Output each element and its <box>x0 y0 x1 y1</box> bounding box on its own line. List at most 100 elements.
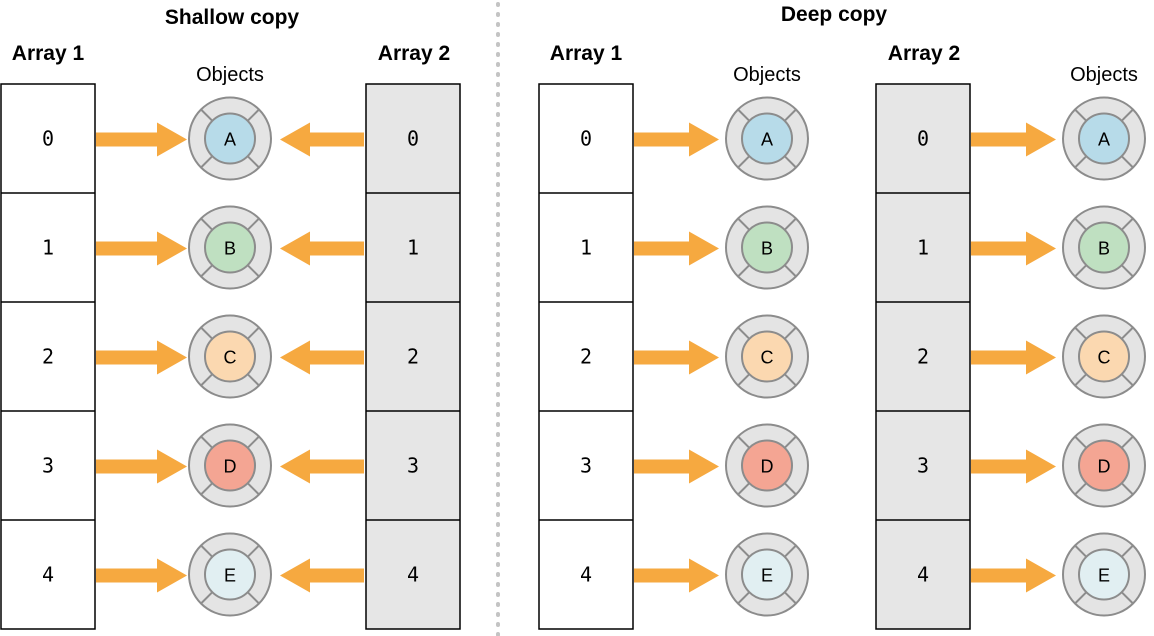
object-spoke <box>737 264 751 278</box>
deep-a1-arrow-0 <box>634 122 719 157</box>
shallow-a2-arrow-4 <box>280 558 364 593</box>
object-spoke <box>1074 544 1088 558</box>
object-spoke <box>200 544 214 558</box>
object-core <box>1078 221 1130 274</box>
deep-a2-arrow-0 <box>971 122 1056 157</box>
object-letter-c: C <box>761 348 774 368</box>
object-letter-d: D <box>761 457 774 477</box>
object-core <box>741 439 793 492</box>
object-spoke <box>737 544 751 558</box>
object-spoke <box>783 482 797 496</box>
object-spoke <box>783 544 797 558</box>
deep-array2-box <box>875 83 971 630</box>
object-spoke <box>200 482 214 496</box>
object-spoke <box>246 482 260 496</box>
shallow-a2-arrow-2 <box>280 340 364 375</box>
object-spoke <box>200 155 214 169</box>
deep2-object-c: C <box>1062 314 1146 399</box>
object-spoke <box>246 217 260 231</box>
deep-a1-arrow-1 <box>634 231 719 266</box>
object-spoke <box>246 155 260 169</box>
shallow-object-a: A <box>188 96 272 181</box>
object-spoke <box>783 264 797 278</box>
shallow-a2-arrow-0 <box>280 122 364 157</box>
object-spoke <box>200 591 214 605</box>
deep2-object-d: D <box>1062 423 1146 508</box>
deep1-object-d: D <box>725 423 809 508</box>
object-spoke <box>1074 326 1088 340</box>
object-core <box>204 439 256 492</box>
object-spoke <box>246 591 260 605</box>
object-spoke <box>1120 482 1134 496</box>
object-spoke <box>246 544 260 558</box>
object-letter-b: B <box>224 239 236 259</box>
deep-a1-arrow-3 <box>634 449 719 484</box>
shallow-copy-title: Shallow copy <box>165 6 300 29</box>
object-letter-d: D <box>1098 457 1111 477</box>
object-letter-a: A <box>1098 130 1110 150</box>
shallow-object-b: B <box>188 205 272 290</box>
object-spoke <box>1120 591 1134 605</box>
deep2-object-a: A <box>1062 96 1146 181</box>
object-spoke <box>246 264 260 278</box>
deep-a1-arrow-4 <box>634 558 719 593</box>
object-spoke <box>1074 591 1088 605</box>
object-core <box>741 548 793 601</box>
deep1-object-b: B <box>725 205 809 290</box>
deep-array1-label: Array 1 <box>550 42 623 65</box>
deep-objects1-label: Objects <box>733 64 801 86</box>
deep-a2-arrow-4 <box>971 558 1056 593</box>
object-letter-e: E <box>1098 566 1110 586</box>
object-spoke <box>1074 435 1088 449</box>
shallow-a2-arrow-3 <box>280 449 364 484</box>
object-spoke <box>1120 155 1134 169</box>
shallow-a1-arrow-4 <box>96 558 187 593</box>
object-spoke <box>1120 217 1134 231</box>
object-core <box>204 548 256 601</box>
object-letter-c: C <box>224 348 237 368</box>
shallow-a1-arrow-2 <box>96 340 187 375</box>
deep1-object-a: A <box>725 96 809 181</box>
object-spoke <box>737 435 751 449</box>
object-spoke <box>737 482 751 496</box>
object-spoke <box>783 217 797 231</box>
shallow-objects-label: Objects <box>196 64 264 86</box>
deep-array1-index-0: 0 <box>580 127 592 151</box>
object-letter-b: B <box>761 239 773 259</box>
object-spoke <box>783 326 797 340</box>
object-spoke <box>1074 217 1088 231</box>
object-core <box>1078 548 1130 601</box>
deep-array1-index-4: 4 <box>580 563 592 587</box>
deep-a2-arrow-2 <box>971 340 1056 375</box>
deep-arrows <box>634 122 1056 593</box>
shallow-object-c: C <box>188 314 272 399</box>
object-spoke <box>246 326 260 340</box>
object-spoke <box>1120 373 1134 387</box>
deep-array2-label: Array 2 <box>888 42 960 65</box>
object-letter-a: A <box>224 130 236 150</box>
object-core <box>204 330 256 383</box>
object-letter-a: A <box>761 130 773 150</box>
object-spoke <box>200 264 214 278</box>
object-spoke <box>737 155 751 169</box>
shallow-array2-box <box>365 83 461 630</box>
deep-objects2-label: Objects <box>1070 64 1138 86</box>
shallow-array2-index-3: 3 <box>407 454 419 478</box>
object-spoke <box>246 373 260 387</box>
deep-array2-index-4: 4 <box>917 563 929 587</box>
shallow-array1-box <box>0 83 96 630</box>
object-spoke <box>737 373 751 387</box>
deep-array2-index-1: 1 <box>917 236 929 260</box>
object-spoke <box>737 326 751 340</box>
object-core <box>1078 439 1130 492</box>
shallow-array1-index-4: 4 <box>42 563 54 587</box>
shallow-object-d: D <box>188 423 272 508</box>
object-spoke <box>200 108 214 122</box>
object-spoke <box>200 326 214 340</box>
object-spoke <box>783 591 797 605</box>
object-spoke <box>200 217 214 231</box>
